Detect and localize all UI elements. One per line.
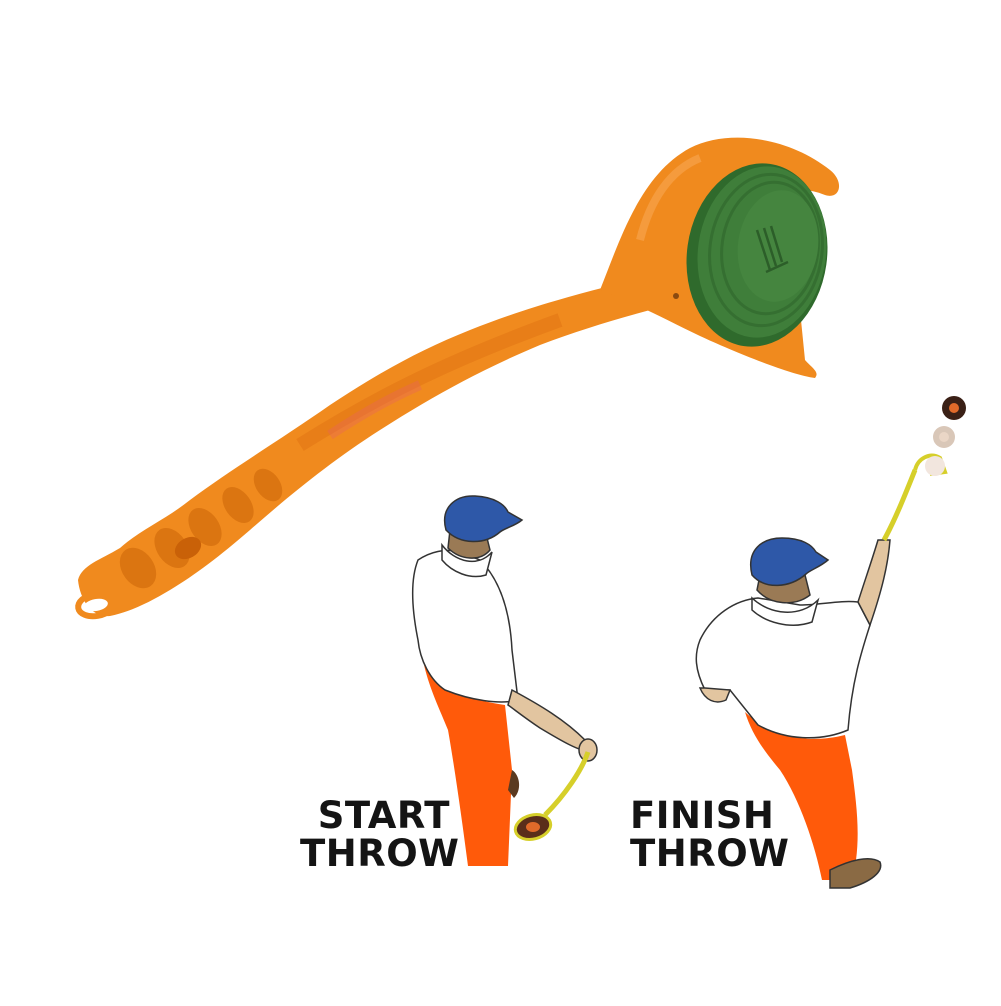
start-throw-figure [412,495,598,866]
finish-throw-caption: FINISH THROW [630,797,800,873]
finish-caption-line1: FINISH [630,794,775,837]
clay-logo [755,225,789,274]
clay-thrower-product [75,137,840,620]
start-caption-line2: THROW [300,832,460,875]
start-caption-line1: START [317,794,450,837]
clay-target [686,163,828,347]
grip-ridges [119,468,283,589]
pants [745,712,858,880]
cap [750,537,830,587]
finish-throw-figure [695,396,966,889]
grip-hole [174,536,202,560]
thrower-handle [78,262,690,617]
arm [507,688,594,753]
raised-arm [857,539,891,627]
cap [443,495,524,543]
start-throw-caption: START THROW [300,794,460,875]
pants [424,665,512,866]
finish-caption-line2: THROW [630,832,790,875]
lanyard-loop [75,590,117,620]
